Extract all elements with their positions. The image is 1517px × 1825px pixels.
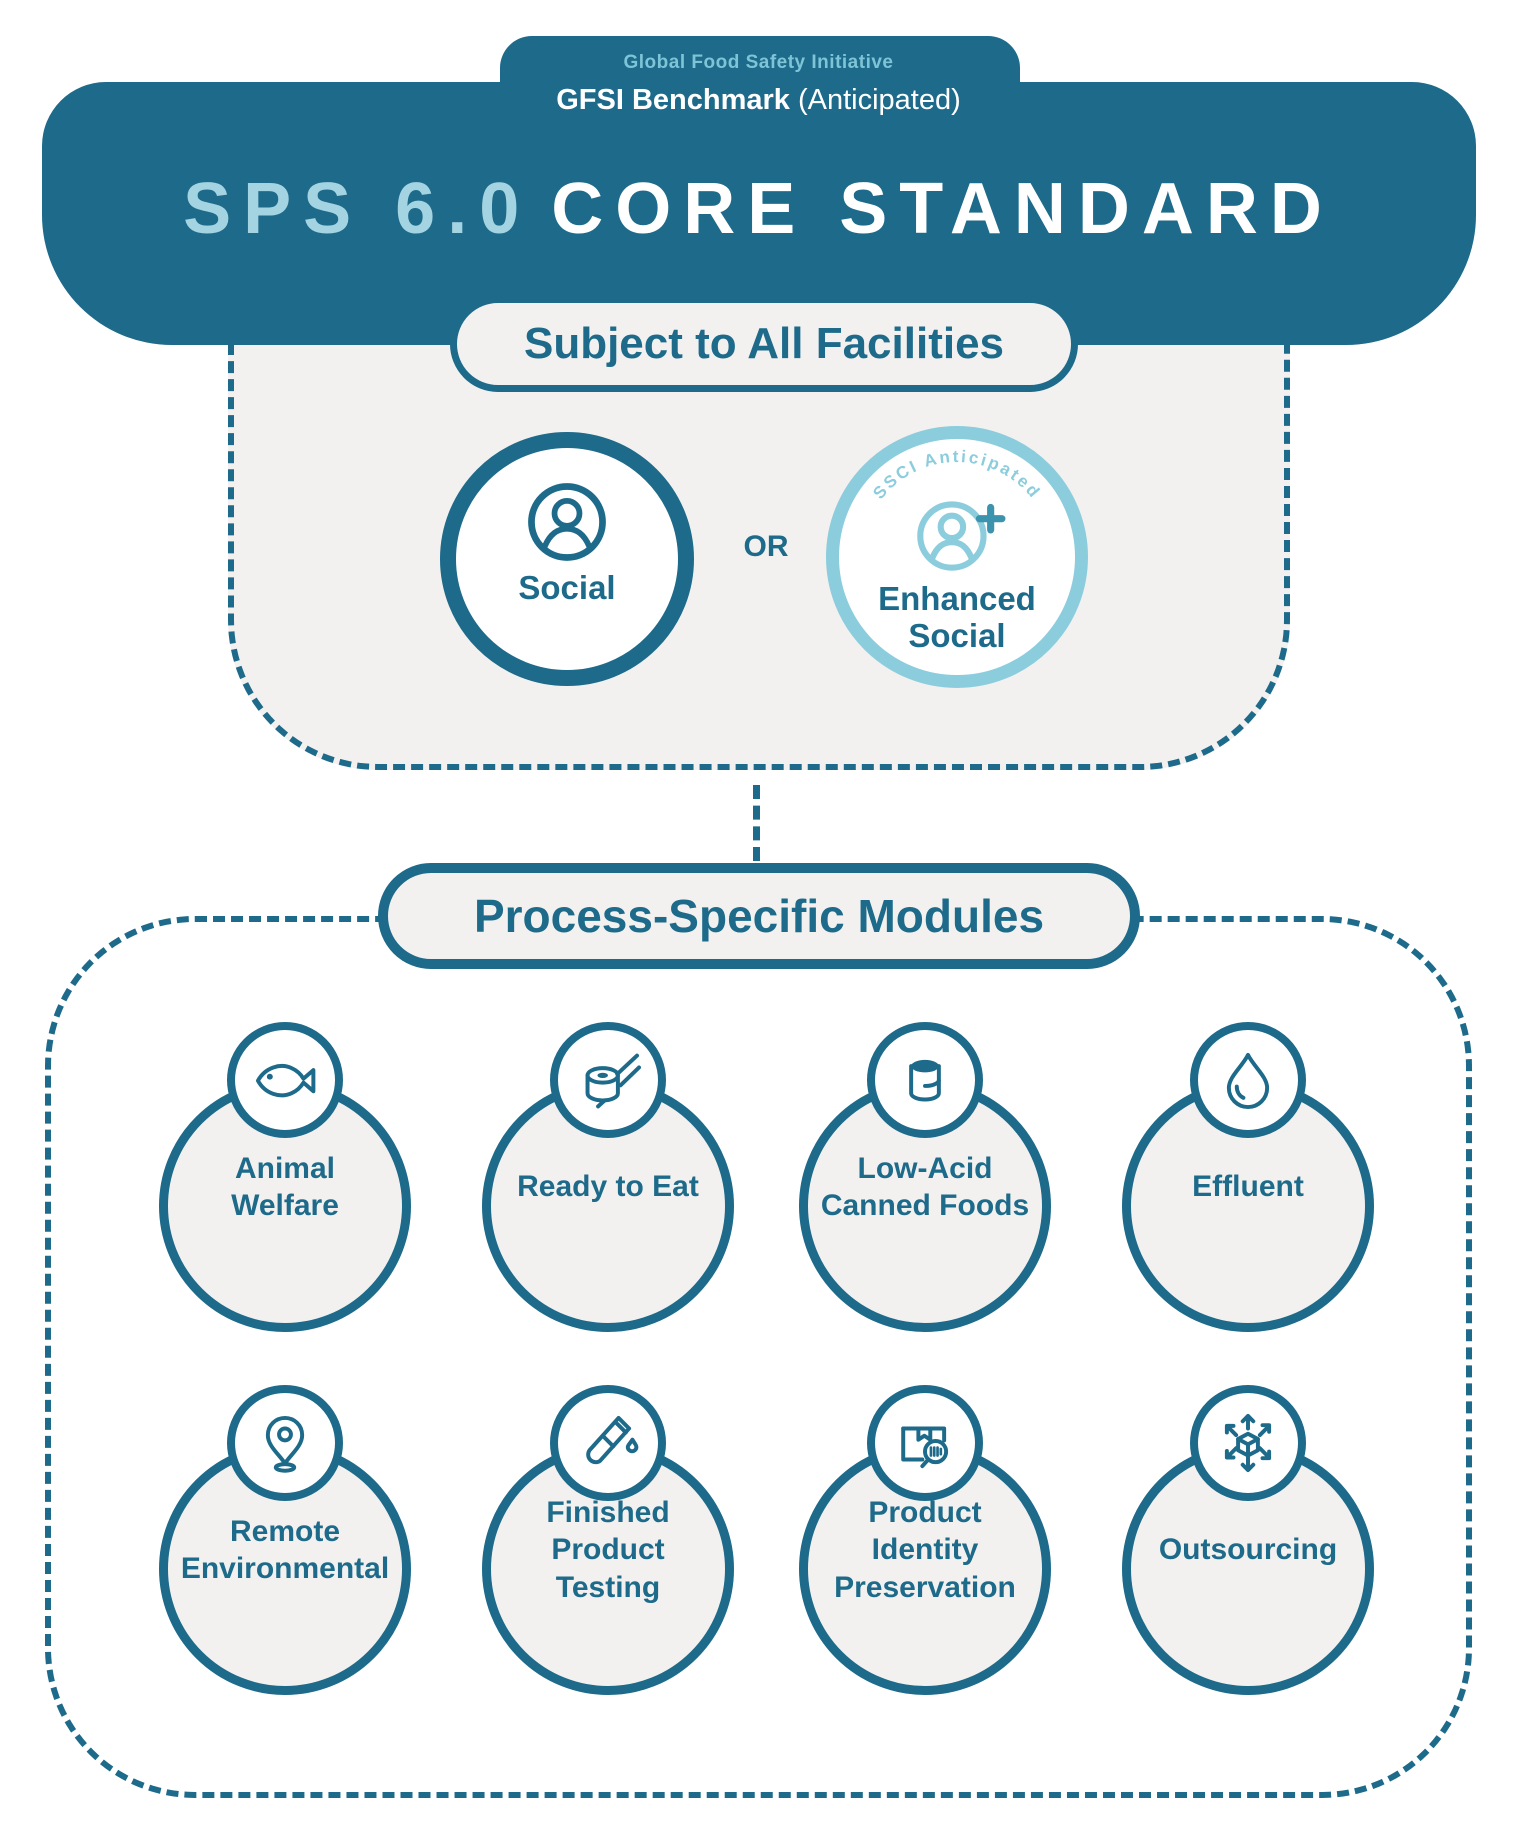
header-tab xyxy=(500,36,1020,96)
module-label: Effluent xyxy=(1192,1170,1304,1204)
module-label: Outsourcing xyxy=(1158,1533,1338,1567)
test-tube-icon xyxy=(550,1385,666,1501)
cube-arrows-icon xyxy=(1190,1385,1306,1501)
gfsi-benchmark-note: (Anticipated) xyxy=(797,84,961,116)
connector-line xyxy=(753,785,760,861)
module-effluent: Effluent xyxy=(1118,1022,1378,1394)
fish-icon xyxy=(227,1022,343,1138)
or-label: OR xyxy=(743,530,789,563)
header-text: Global Food Safety Initiative GFSI Bench… xyxy=(0,52,1517,117)
location-pin-icon xyxy=(227,1385,343,1501)
title-version: SPS 6.0 xyxy=(183,169,532,249)
gfsi-eyebrow: Global Food Safety Initiative xyxy=(623,52,894,73)
barcode-magnifier-icon xyxy=(867,1385,983,1501)
title-rest: CORE STANDARD xyxy=(551,169,1334,249)
person-icon xyxy=(519,474,615,570)
module-outsourcing: Outsourcing xyxy=(1118,1385,1378,1757)
social-circle: Social xyxy=(440,432,694,686)
modules-pill-label: Process-Specific Modules xyxy=(473,890,1045,942)
gfsi-benchmark: GFSI Benchmark(Anticipated) xyxy=(0,84,1517,117)
droplet-icon xyxy=(1190,1022,1306,1138)
module-label: Ready to Eat xyxy=(517,1170,699,1204)
person-plus-icon xyxy=(906,483,1008,585)
can-icon xyxy=(867,1022,983,1138)
module-ready-to-eat: Ready to Eat xyxy=(478,1022,738,1394)
process-specific-modules-pill: Process-Specific Modules xyxy=(378,863,1140,969)
sushi-chopsticks-icon xyxy=(550,1022,666,1138)
subject-pill-label: Subject to All Facilities xyxy=(523,319,1005,368)
subject-to-all-facilities-pill: Subject to All Facilities xyxy=(450,296,1078,392)
social-label: Social xyxy=(518,569,616,606)
ssci-anticipated-arc: SSCI Anticipated xyxy=(869,447,1042,503)
gfsi-benchmark-label: GFSI Benchmark xyxy=(556,84,790,116)
